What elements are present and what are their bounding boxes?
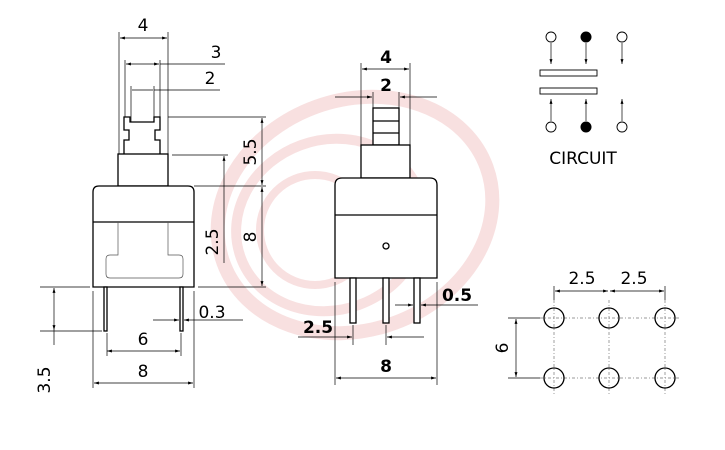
- plunger: [123, 116, 161, 156]
- stem: [360, 144, 411, 179]
- dim-pitch-right: 2.5: [620, 269, 647, 289]
- dim-pitch-left: 2.5: [568, 269, 595, 289]
- circuit-diagram: CIRCUIT: [539, 31, 628, 169]
- pcb-footprint: 2.5 2.5 6: [493, 269, 680, 395]
- dim-pin-pitch: 2.5: [303, 318, 333, 338]
- dim-row-spacing: 6: [493, 343, 513, 354]
- dim-body-width: 8: [138, 362, 149, 382]
- indicator-dot: [382, 242, 390, 250]
- side-view: 4 3 2 5.5 2.5 8 3.5 0.3 6 8: [35, 16, 266, 394]
- pin: [349, 277, 357, 324]
- dim-plunger-height: 5.5: [241, 138, 261, 165]
- dim-pin-width: 0.3: [198, 303, 225, 323]
- front-view: 4 2 0.5 2.5 8: [298, 48, 478, 385]
- dim-plunger-width: 2: [380, 76, 392, 96]
- stem: [117, 153, 169, 187]
- body: [92, 185, 195, 288]
- dim-plunger-mid: 3: [211, 43, 222, 63]
- dim-plunger-width: 4: [138, 16, 149, 36]
- dim-stem-height: 2.5: [203, 228, 223, 255]
- pin-right: [179, 286, 184, 332]
- pin-left: [103, 286, 108, 332]
- plunger: [372, 107, 400, 146]
- dim-pin-width: 0.5: [442, 286, 472, 306]
- dim-body-height: 8: [241, 232, 261, 243]
- body: [334, 177, 438, 279]
- dim-plunger-inner: 2: [205, 69, 216, 89]
- dim-body-width: 8: [380, 357, 392, 377]
- circuit-label: CIRCUIT: [549, 149, 617, 169]
- dim-stem-width: 4: [380, 48, 392, 68]
- dim-pin-spacing: 6: [138, 330, 149, 350]
- pin: [382, 277, 390, 324]
- dim-pin-length: 3.5: [35, 366, 55, 393]
- pin: [413, 277, 421, 324]
